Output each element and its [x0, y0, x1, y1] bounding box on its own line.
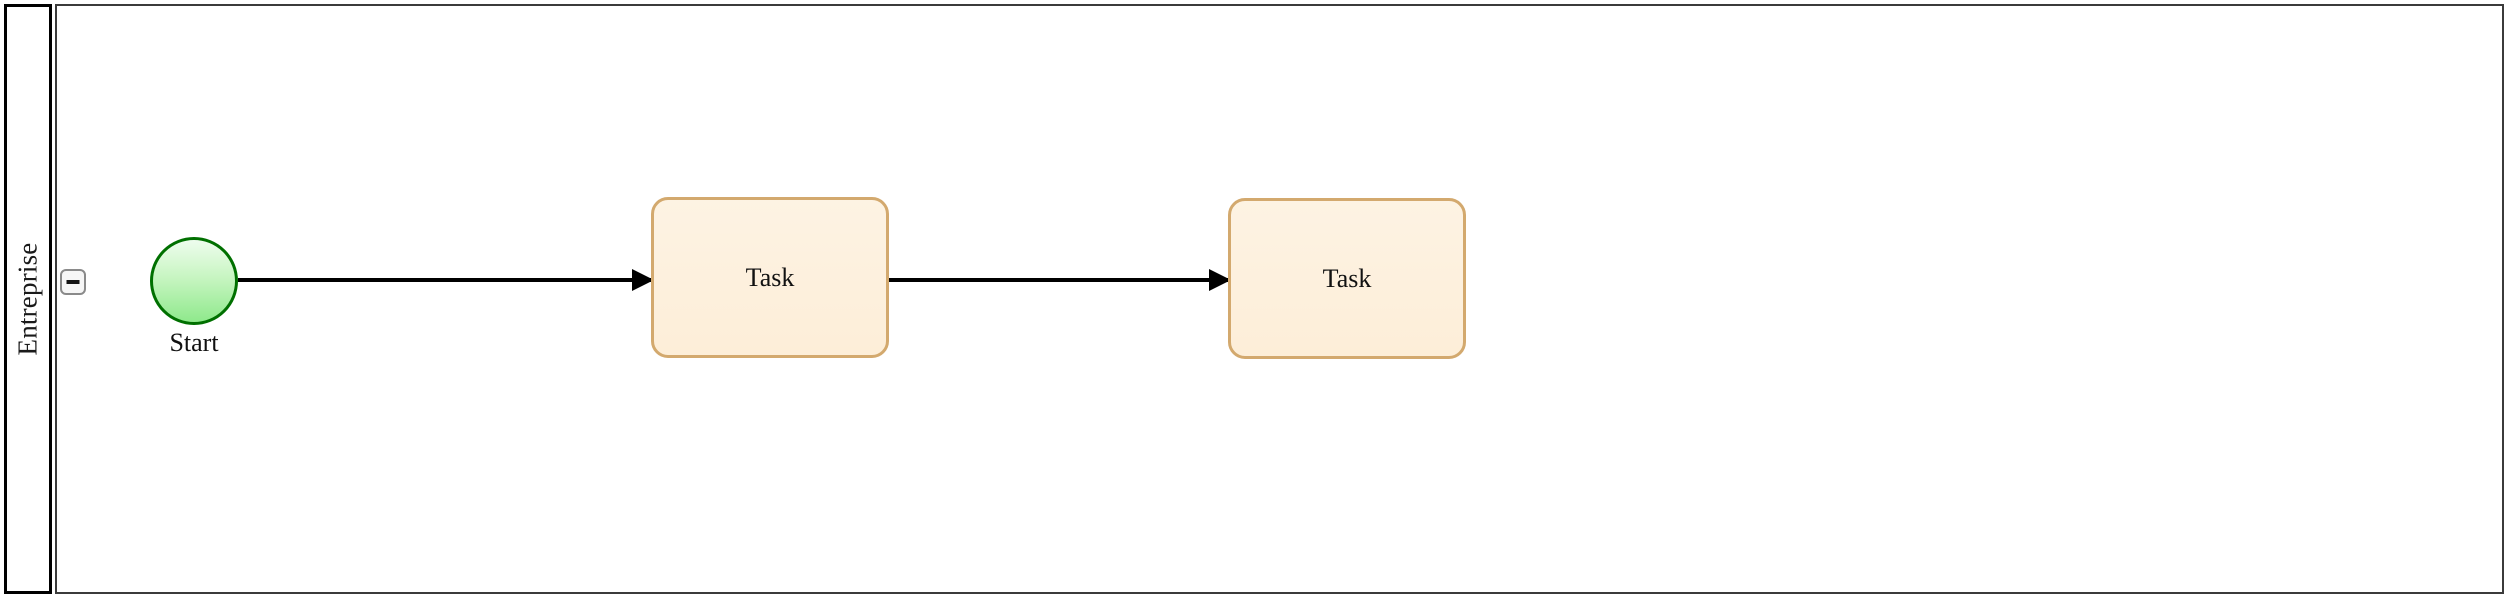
task-node-2[interactable]: Task [1228, 198, 1466, 359]
task-label: Task [745, 262, 795, 292]
minus-icon [66, 280, 80, 284]
flow-line [238, 278, 653, 282]
sequence-flow-task-1-to-task-2[interactable] [889, 269, 1231, 291]
arrowhead-icon [632, 269, 654, 291]
start-event-node[interactable]: Start [150, 237, 238, 356]
start-event-label: Start [169, 328, 219, 357]
task-node-1[interactable]: Task [651, 197, 889, 358]
lane-header[interactable]: Entreprise [4, 4, 52, 594]
collapse-pool-button[interactable] [60, 269, 86, 295]
arrowhead-icon [1209, 269, 1231, 291]
flow-line [889, 278, 1230, 282]
lane-title: Entreprise [12, 242, 43, 356]
start-event-circle-icon [150, 237, 238, 325]
sequence-flow-start-to-task-1[interactable] [238, 269, 654, 291]
task-label: Task [1322, 263, 1372, 293]
